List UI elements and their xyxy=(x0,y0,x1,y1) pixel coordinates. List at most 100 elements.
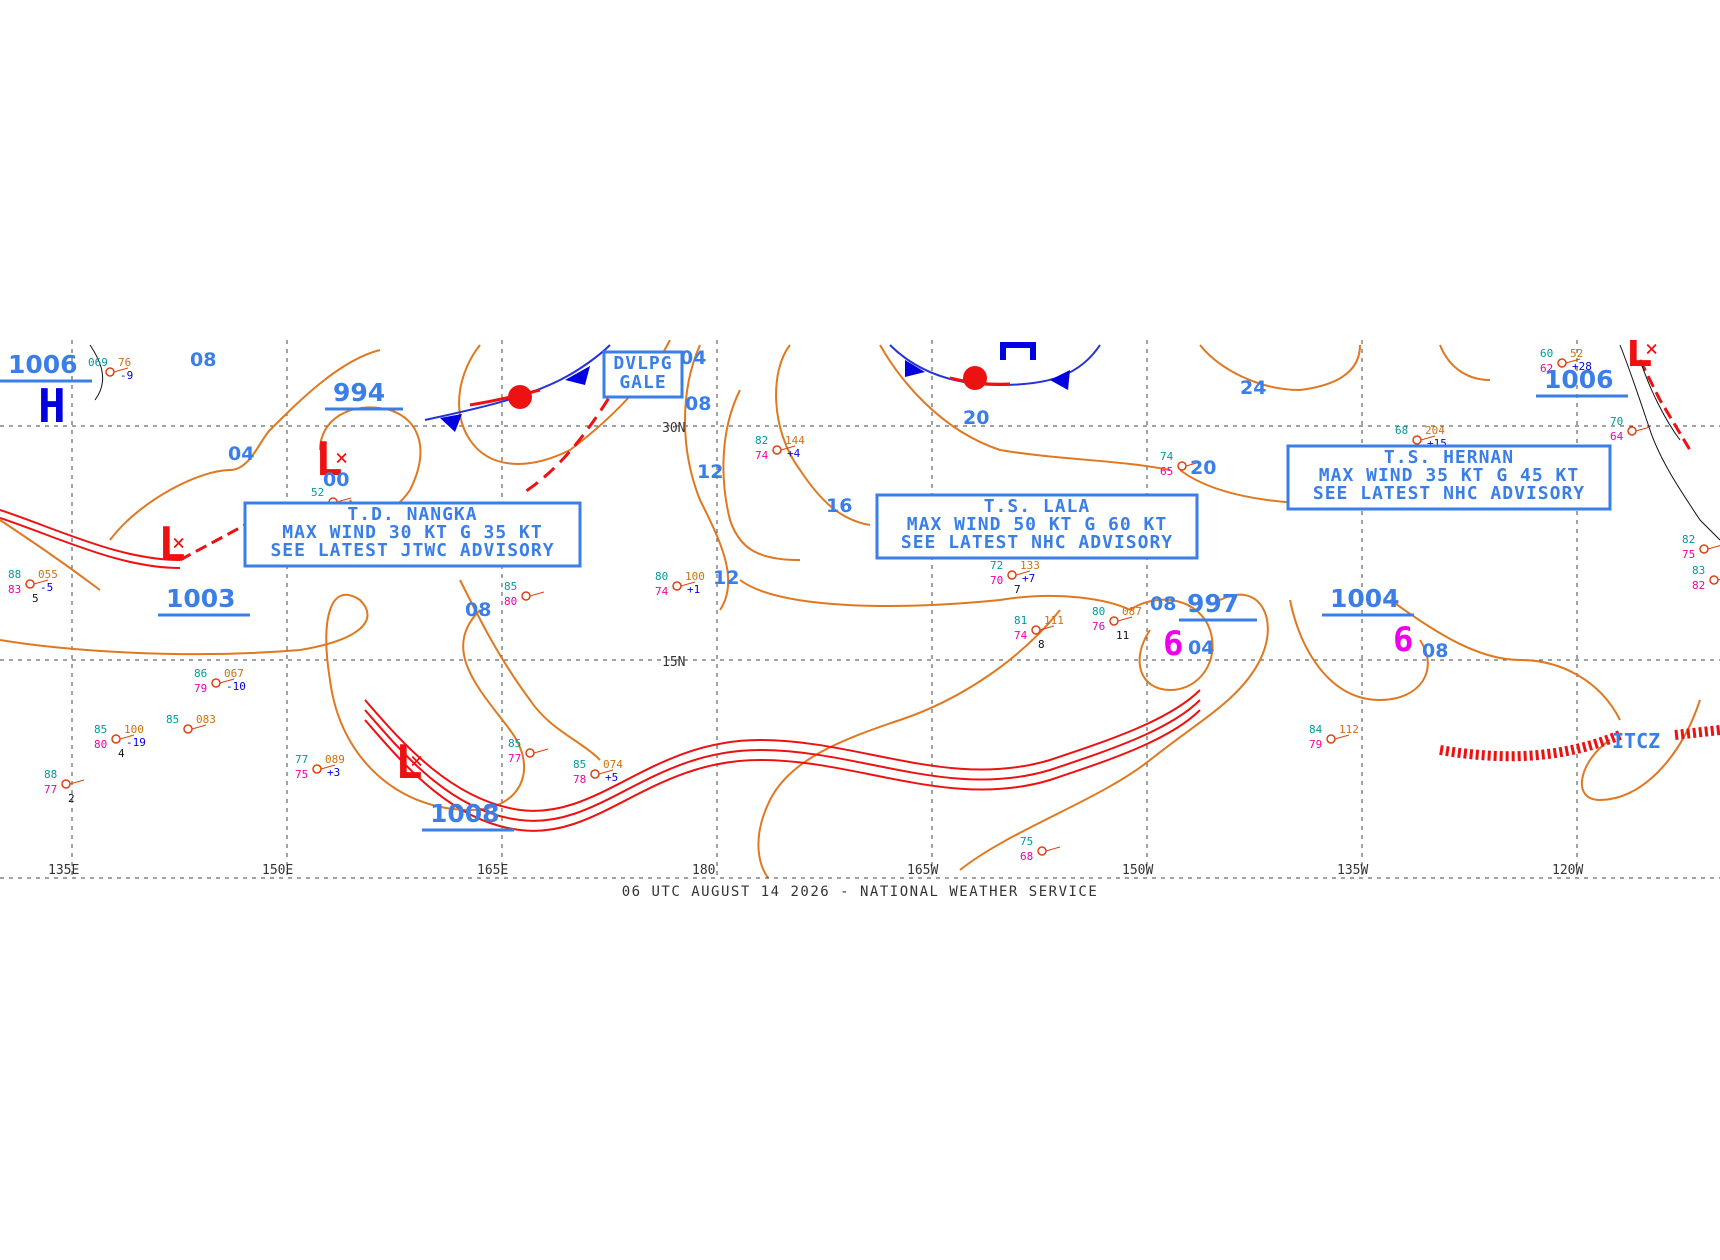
station-pressure: 111 xyxy=(1044,614,1064,627)
station-dewpoint: 77 xyxy=(508,752,521,765)
station-temp: 85 xyxy=(573,758,586,771)
pressure-label-high-w: 1006 xyxy=(8,350,78,379)
isobar xyxy=(722,389,801,561)
station-circle xyxy=(61,779,71,789)
station-dewpoint: 65 xyxy=(1160,465,1173,478)
high-center-w: H xyxy=(38,379,66,433)
isobar xyxy=(757,609,1061,878)
axis-label-lon-120w: 120W xyxy=(1552,863,1583,878)
station-circle xyxy=(1699,544,1709,554)
station-temp: 85 xyxy=(504,580,517,593)
isobar-label: 08 xyxy=(685,393,711,415)
advisory-line: MAX WIND 50 KT G 60 KT xyxy=(907,514,1167,535)
axis-label-lon-180: 180 xyxy=(692,863,715,878)
warm-front-bump xyxy=(963,366,987,390)
isobar xyxy=(0,519,101,591)
station-s7: 77 089 75 +3 xyxy=(295,753,345,781)
station-circle xyxy=(25,579,35,589)
station-pressure: 083 xyxy=(196,713,216,726)
axis-label-lat-30n: 30N xyxy=(662,421,685,436)
cold-front-barb xyxy=(440,414,462,432)
low-center-ne: L xyxy=(1625,323,1653,377)
station-temp: 72 xyxy=(990,559,1003,572)
isobar-label: 16 xyxy=(826,495,852,517)
pressure-label-low-w: 1003 xyxy=(166,584,236,613)
cold-front-barb xyxy=(1050,370,1070,390)
station-pressure: 52 xyxy=(1570,347,1583,360)
station-dewpoint: 77 xyxy=(44,783,57,796)
station-tendency: +5 xyxy=(605,771,618,784)
wind-barb xyxy=(1015,570,1031,576)
stationary-front xyxy=(424,344,611,421)
station-pressure: 76 xyxy=(118,356,131,369)
isobar-label: 04 xyxy=(1188,637,1214,659)
isobar xyxy=(879,344,1171,471)
station-dewpoint: 76 xyxy=(1092,620,1105,633)
station-tendency: -10 xyxy=(226,680,246,693)
station-temp: 85 xyxy=(508,737,521,750)
station-pressure: 074 xyxy=(603,758,623,771)
station-temp: 77 xyxy=(295,753,308,766)
station-dewpoint: 75 xyxy=(295,768,308,781)
station-pressure: 089 xyxy=(325,753,345,766)
station-tendency: -19 xyxy=(126,736,146,749)
station-temp: 60 xyxy=(1540,347,1553,360)
station-circle xyxy=(211,678,221,688)
wind-barb xyxy=(113,367,129,373)
station-temp: 83 xyxy=(1692,564,1705,577)
station-tendency: +3 xyxy=(327,766,340,779)
wind-barb xyxy=(1334,734,1350,740)
trough-dash xyxy=(179,523,246,562)
station-dewpoint: 62 xyxy=(1540,362,1553,375)
station-pressure: 087 xyxy=(1122,605,1142,618)
wind-barb xyxy=(1565,358,1581,364)
station-dewpoint: 74 xyxy=(755,449,769,462)
tropical-symbol-lala: 6 xyxy=(1163,624,1183,664)
wind-barb xyxy=(69,779,85,785)
wind-barb xyxy=(1420,435,1436,441)
wind-barb xyxy=(191,724,207,730)
itcz-label: ITCZ xyxy=(1612,729,1660,753)
wind-barb xyxy=(119,734,135,740)
station-dewpoint: 64 xyxy=(1610,430,1624,443)
pressure-label-low-ne: 1006 xyxy=(1544,365,1614,394)
isobar xyxy=(1289,599,1429,702)
pressure-label-low-nw: 994 xyxy=(333,378,385,407)
advisory-line: MAX WIND 35 KT G 45 KT xyxy=(1319,465,1579,486)
station-dewpoint: 75 xyxy=(1682,548,1695,561)
isobar xyxy=(1389,599,1621,721)
axis-label-lat-15n: 15N xyxy=(662,655,685,670)
station-pressure: 055 xyxy=(38,568,58,581)
advisory-frame xyxy=(243,501,582,568)
isobar-label: 08 xyxy=(465,599,491,621)
station-temp: 069 xyxy=(88,356,108,369)
station-dewpoint: 80 xyxy=(504,595,517,608)
isobar-label: 08 xyxy=(1150,593,1176,615)
station-circle xyxy=(183,724,193,734)
station-tendency: +1 xyxy=(687,583,700,596)
low-center-ne-x: × xyxy=(1645,337,1658,362)
station-circle xyxy=(1326,734,1336,744)
station-temp: 88 xyxy=(44,768,57,781)
isobar xyxy=(739,579,1131,611)
advisory-line: T.S. HERNAN xyxy=(1384,447,1514,468)
station-temp: 88 xyxy=(8,568,21,581)
station-circle xyxy=(1037,846,1047,856)
station-pressure: 133 xyxy=(1020,559,1040,572)
advisory-line: SEE LATEST JTWC ADVISORY xyxy=(270,540,554,561)
wind-barb xyxy=(598,769,614,775)
station-pressure: 100 xyxy=(685,570,705,583)
advisory-line: DVLPG xyxy=(613,353,672,374)
advisory-line: SEE LATEST NHC ADVISORY xyxy=(1313,483,1585,504)
station-temp: 82 xyxy=(1682,533,1695,546)
itcz-line-3 xyxy=(364,709,1201,832)
